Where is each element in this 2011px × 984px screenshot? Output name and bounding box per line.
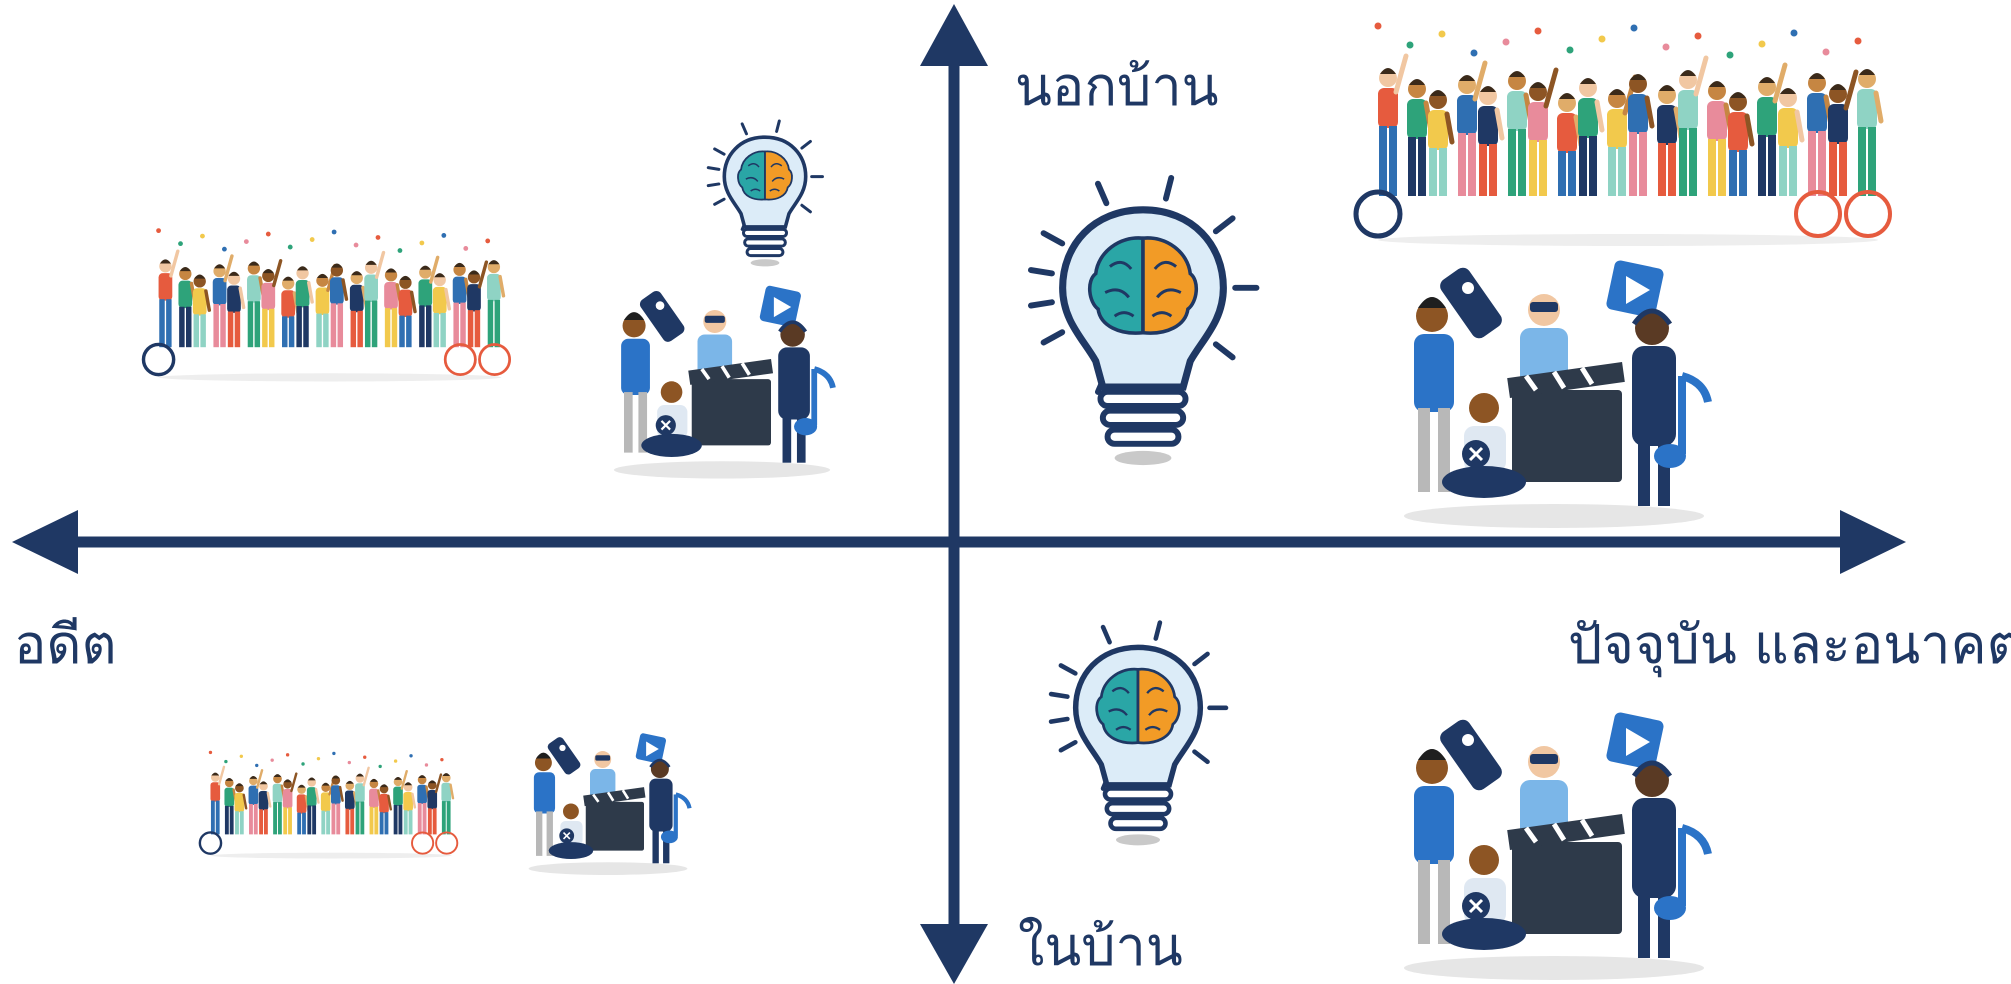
axis-label-top: นอกบ้าน bbox=[1015, 55, 1219, 118]
media-entertainment-icon bbox=[1384, 258, 1724, 530]
media-entertainment-icon bbox=[518, 732, 698, 876]
crowd-icon bbox=[196, 742, 466, 866]
arrow-right-icon bbox=[1840, 510, 1906, 574]
vertical-axis bbox=[920, 4, 988, 984]
media-entertainment-icon bbox=[1384, 710, 1724, 982]
axis-label-bottom: ในบ้าน bbox=[1018, 915, 1183, 978]
lightbulb-brain-icon bbox=[698, 118, 832, 276]
axis-label-right: ปัจจุบัน และอนาคต bbox=[1568, 613, 2011, 676]
arrow-up-icon bbox=[920, 4, 988, 66]
axis-label-left: อดีต bbox=[14, 613, 117, 676]
crowd-icon bbox=[138, 218, 522, 390]
arrow-down-icon bbox=[920, 924, 988, 984]
arrow-left-icon bbox=[12, 510, 78, 574]
lightbulb-brain-icon bbox=[1036, 618, 1240, 860]
lightbulb-brain-icon bbox=[1012, 172, 1274, 484]
crowd-icon bbox=[1348, 6, 1908, 260]
media-entertainment-icon bbox=[598, 284, 846, 480]
